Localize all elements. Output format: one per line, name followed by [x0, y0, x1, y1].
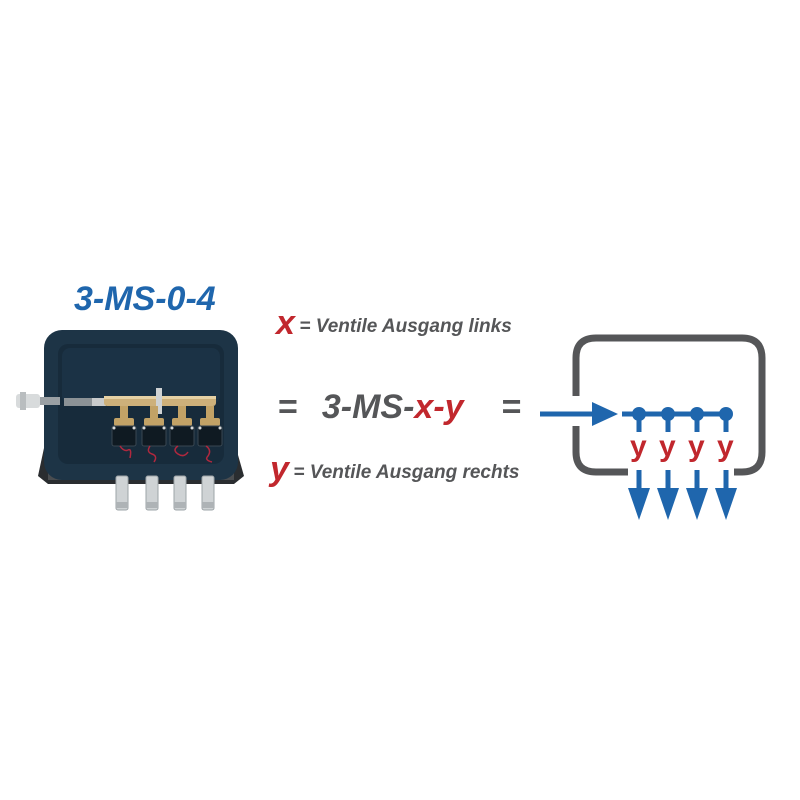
equals-sign-left: = [278, 388, 298, 426]
outlet-label-3: y [688, 430, 705, 463]
formula-y: y [444, 388, 464, 426]
legend-y: y = Ventile Ausgang rechts [270, 450, 520, 489]
formula-prefix: 3-MS- [321, 388, 415, 426]
legend-x-symbol: x [276, 304, 295, 342]
outlet-label-4: y [717, 430, 734, 463]
frame-outline [572, 334, 766, 476]
outlet-labels: y y y y [630, 430, 750, 470]
outlet-arrows-icon [636, 470, 729, 492]
naming-formula: = 3-MS-x-y = [278, 388, 521, 427]
outlet-label-2: y [659, 430, 676, 463]
valve-box-image [16, 330, 244, 511]
formula-dash: - [433, 388, 445, 426]
outlet-label-1: y [630, 430, 647, 463]
equals-sign-right: = [501, 388, 522, 426]
legend-x: x = Ventile Ausgang links [276, 304, 512, 343]
legend-x-text: = Ventile Ausgang links [299, 316, 512, 337]
legend-y-symbol: y [270, 450, 289, 488]
legend-y-text: = Ventile Ausgang rechts [293, 462, 520, 483]
product-title: 3-MS-0-4 [74, 280, 216, 318]
formula-x: x [414, 388, 434, 426]
inlet-arrow-icon [540, 402, 618, 426]
flow-diagram [540, 334, 766, 520]
